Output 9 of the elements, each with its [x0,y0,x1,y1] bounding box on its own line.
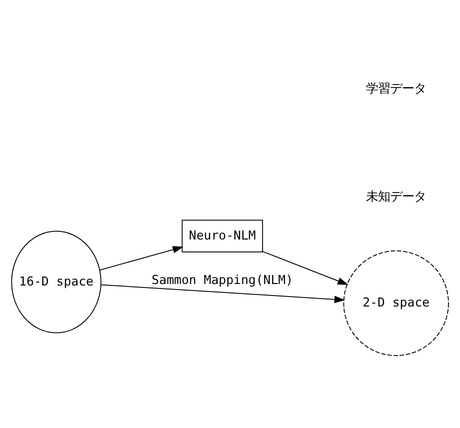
node-box: Neuro-NLM [182,219,264,252]
arrow [100,284,346,303]
legend-label: 未知データ [366,188,426,203]
edge-label: Sammon Mapping(NLM) [152,272,294,286]
node-circle: 2-D space [343,250,449,356]
legend-label: 学習データ [366,81,426,96]
arrow [262,250,348,284]
arrow [99,246,184,270]
node-ellipse: 16-D space [11,230,102,333]
